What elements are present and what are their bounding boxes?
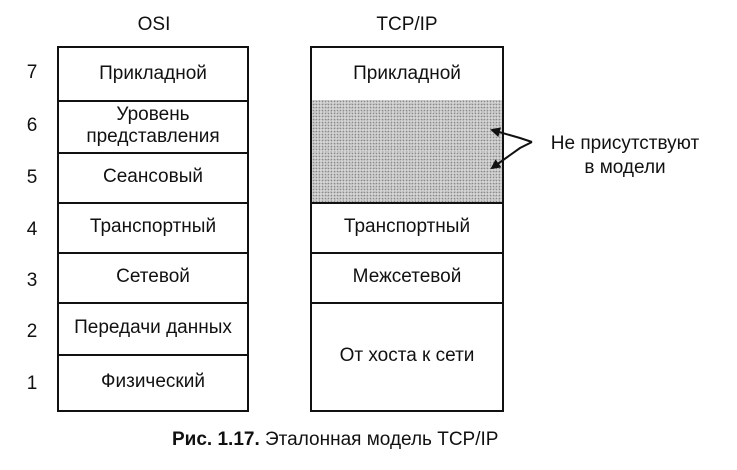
note-line-2: в модели (584, 157, 666, 178)
osi-layer-network: Сетевой (59, 252, 247, 304)
absent-layers-note: Не присутствуют в модели (530, 132, 720, 180)
layer-number: 1 (26, 373, 38, 394)
osi-stack: Прикладной Уровень представления Сеансов… (57, 46, 249, 412)
layer-number: 4 (26, 219, 38, 240)
layer-number: 3 (26, 270, 38, 291)
tcpip-layer-internet: Межсетевой (312, 252, 502, 304)
tcpip-layer-absent-presentation (312, 100, 502, 154)
layer-number: 6 (26, 115, 38, 136)
tcpip-layer-host-to-network: От хоста к сети (312, 302, 502, 412)
arrow-to-session (490, 141, 533, 170)
osi-layer-session: Сеансовый (59, 152, 247, 204)
osi-layer-application: Прикладной (59, 48, 247, 102)
layer-number: 7 (26, 62, 38, 83)
tcpip-title: TCP/IP (376, 14, 438, 35)
tcpip-layer-absent-session (312, 152, 502, 204)
tcpip-layer-application: Прикладной (312, 48, 502, 102)
osi-layer-physical: Физический (59, 354, 247, 412)
note-arrows (490, 127, 533, 170)
caption-label: Рис. 1.17. (172, 429, 260, 450)
osi-layer-datalink: Передачи данных (59, 302, 247, 356)
osi-layer-presentation: Уровень представления (59, 100, 247, 154)
layer-number: 2 (26, 321, 38, 342)
tcpip-stack: Прикладной Транспортный Межсетевой От хо… (310, 46, 504, 412)
arrow-to-presentation (490, 127, 533, 143)
osi-layer-transport: Транспортный (59, 202, 247, 254)
figure-caption: Рис. 1.17. Эталонная модель TCP/IP (172, 429, 498, 451)
caption-text: Эталонная модель TCP/IP (259, 429, 499, 450)
note-line-1: Не присутствуют (550, 133, 700, 154)
osi-title: OSI (137, 14, 171, 35)
tcpip-layer-transport: Транспортный (312, 202, 502, 254)
layer-number: 5 (26, 167, 38, 188)
